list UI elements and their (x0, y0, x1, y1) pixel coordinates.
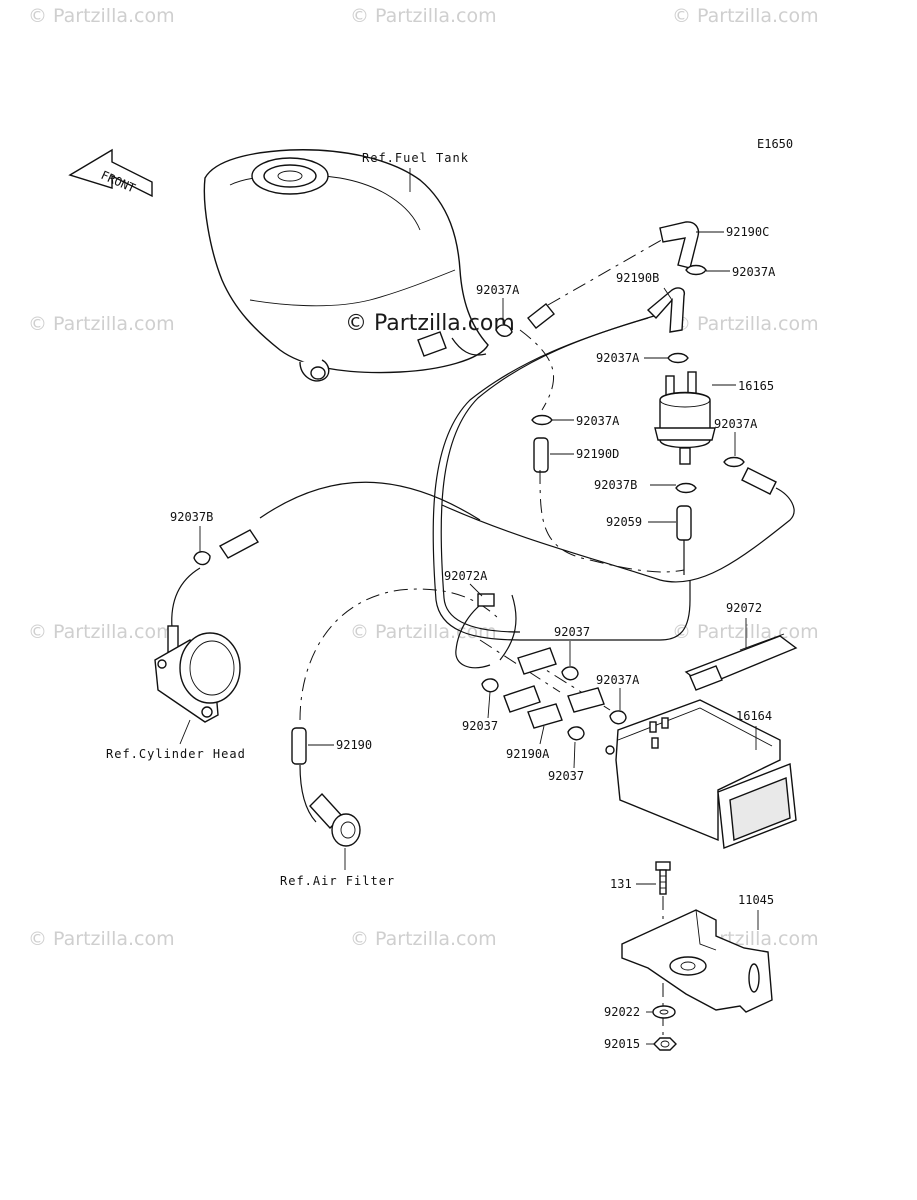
label-92072: 92072 (726, 601, 762, 615)
label-92037a-canister: 92037A (596, 673, 640, 687)
watermark: © Partzilla.com (28, 928, 175, 950)
label-131: 131 (610, 877, 632, 891)
label-92037-left: 92037 (462, 719, 498, 733)
valve-16165 (654, 371, 716, 465)
label-92059: 92059 (606, 515, 642, 529)
watermark: © Partzilla.com (28, 313, 175, 335)
hose-canister-left (503, 685, 541, 713)
label-92190b: 92190B (616, 271, 659, 285)
label-92190: 92190 (336, 738, 372, 752)
hose-canister-upper (517, 647, 557, 675)
label-11045: 11045 (738, 893, 774, 907)
watermark: © Partzilla.com (28, 5, 175, 27)
hose-92190b (646, 287, 686, 333)
clip-92037a-mid (667, 352, 689, 364)
ref-air-filter-label: Ref.Air Filter (280, 874, 395, 888)
watermark-grid: © Partzilla.com © Partzilla.com © Partzi… (28, 5, 819, 950)
label-92190a: 92190A (506, 747, 550, 761)
ref-fuel-tank-label: Ref.Fuel Tank (362, 151, 469, 165)
hose-92190c (659, 221, 700, 269)
clip-92037a-top (685, 264, 707, 276)
hose-92190a (527, 703, 563, 729)
watermark: © Partzilla.com (672, 621, 819, 643)
clip-92037-lower (567, 726, 585, 741)
label-92190d: 92190D (576, 447, 619, 461)
canister-16164 (605, 699, 797, 849)
air-filter-fitting (309, 792, 361, 847)
clip-92037a-tank (495, 324, 513, 337)
label-92037b-left: 92037B (170, 510, 213, 524)
label-92190c: 92190C (726, 225, 769, 239)
nut-92015 (653, 1037, 677, 1051)
hose-canister-mid (567, 687, 605, 713)
clip-92037b-left (193, 551, 211, 566)
hose-92190 (291, 727, 307, 765)
hose-cylinder (218, 529, 260, 559)
clip-92037b-right (675, 482, 697, 494)
clip-92037a-left (531, 414, 553, 426)
cylinder-head-fitting (154, 625, 241, 723)
watermark: © Partzilla.com (672, 313, 819, 335)
label-92037a-left: 92037A (576, 414, 620, 428)
watermark-center: © Partzilla.com (345, 311, 515, 336)
label-16165: 16165 (738, 379, 774, 393)
bracket-11045 (621, 909, 773, 1013)
tube-tank-connector (527, 303, 555, 329)
hose-92190d (533, 437, 549, 473)
diagram-code: E1650 (757, 137, 793, 151)
label-92072a: 92072A (444, 569, 488, 583)
label-92037a-tank: 92037A (476, 283, 520, 297)
washer-92022 (652, 1005, 676, 1019)
ref-cylinder-head-label: Ref.Cylinder Head (106, 747, 246, 761)
hose-92059 (676, 505, 692, 541)
clip-92037-upper (561, 666, 579, 681)
label-92015: 92015 (604, 1037, 640, 1051)
watermark: © Partzilla.com (672, 5, 819, 27)
label-92037a-mid: 92037A (596, 351, 640, 365)
label-92037b-right: 92037B (594, 478, 637, 492)
label-92037a-right: 92037A (714, 417, 758, 431)
watermark: © Partzilla.com (350, 928, 497, 950)
watermark: © Partzilla.com (28, 621, 175, 643)
clip-92037-left (481, 678, 499, 693)
label-92037-upper: 92037 (554, 625, 590, 639)
strap-92072a (455, 593, 517, 669)
label-92037a-top: 92037A (732, 265, 776, 279)
hose-right-short (741, 467, 777, 495)
clip-92037a-canister (609, 710, 627, 725)
fuel-tank (203, 149, 489, 382)
label-92037-lower: 92037 (548, 769, 584, 783)
bolt-131 (655, 861, 671, 895)
clip-92037a-right (723, 456, 745, 468)
watermark: © Partzilla.com (350, 5, 497, 27)
strap-92072 (684, 633, 798, 691)
front-arrow-icon: FRONT (68, 148, 153, 198)
watermark: © Partzilla.com (350, 621, 497, 643)
label-92022: 92022 (604, 1005, 640, 1019)
label-16164: 16164 (736, 709, 772, 723)
